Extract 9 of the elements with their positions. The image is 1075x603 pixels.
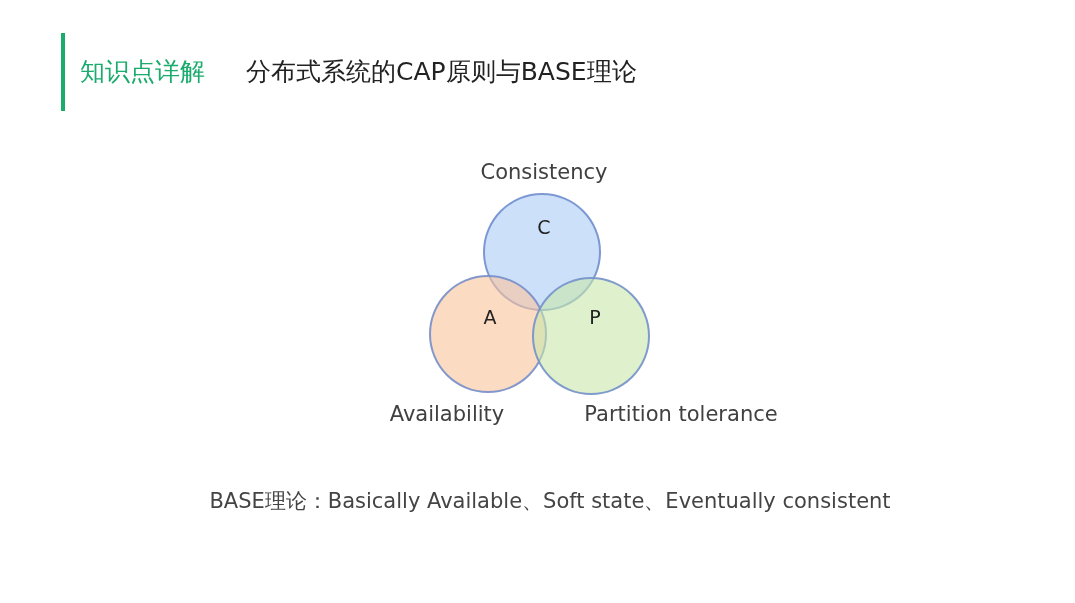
circle-letter: A [483,306,497,328]
circle-label: Availability [389,402,505,426]
circle-label: Partition tolerance [584,402,778,426]
circle-letter: C [537,216,551,238]
circle-letter: P [589,306,601,328]
section-heading: 知识点详解 [80,56,205,88]
circle-label: Consistency [480,160,608,184]
slide-title: 分布式系统的CAP原则与BASE理论 [246,56,637,88]
base-theory-text: BASE理论：Basically Available、Soft state、Eventually consistent [208,488,892,515]
